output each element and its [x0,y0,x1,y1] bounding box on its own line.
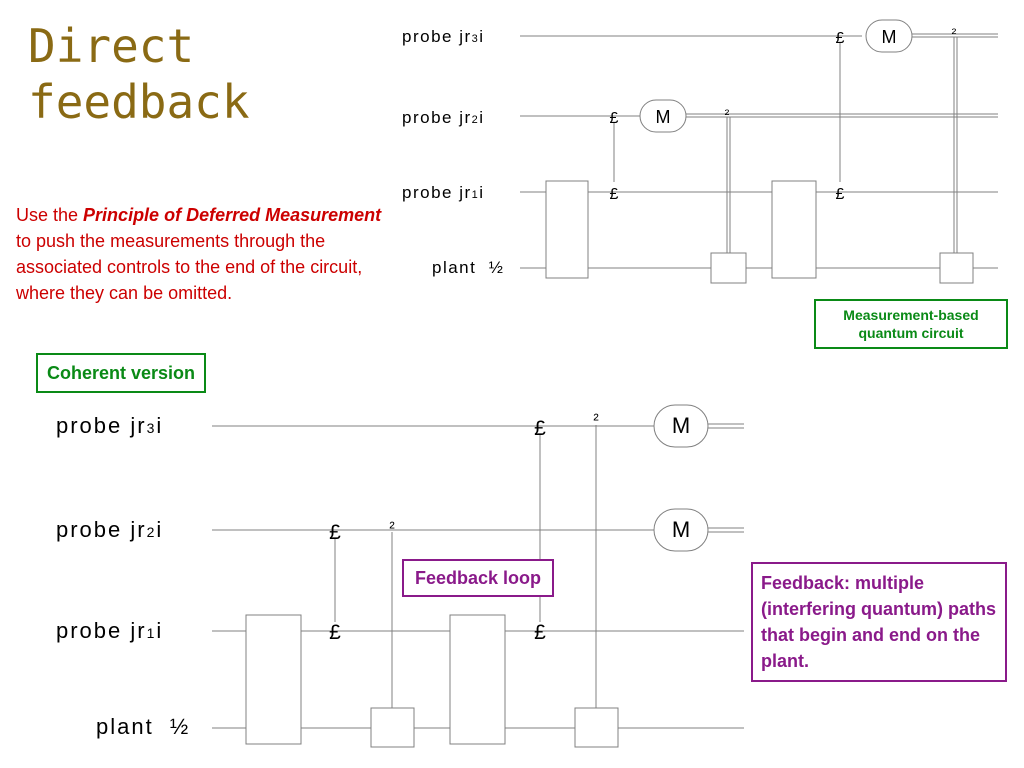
description-emphasis: Principle of Deferred Measurement [83,205,382,225]
bottom-symbol-pound-b: £ [329,621,341,644]
top-symbol-two-b: ² [952,25,957,41]
top-symbol-two-a: ² [725,106,730,122]
top-circuit: probe jr3i probe jr2i probe jr1i plant ½… [402,19,998,284]
bottom-interaction-gate-2 [449,614,506,745]
feedback-loop-text: Feedback loop [415,568,542,588]
description-suffix: to push the measurements through the ass… [16,231,363,303]
top-wire-label-probe-3: probe jr3i [402,27,485,46]
bottom-interaction-gate-1 [245,614,302,745]
top-meter-3 [865,19,913,53]
bottom-symbol-pound-d: £ [534,621,546,644]
top-wire-label-probe-1: probe jr1i [402,183,485,202]
bottom-symbol-pound-c: £ [534,417,546,440]
bottom-meter-2 [653,508,709,552]
bottom-meter-3 [653,404,709,448]
feedback-note-text: Feedback: multiple (interfering quantum)… [761,573,996,671]
top-interaction-gate-2 [771,180,817,279]
description-prefix: Use the [16,205,84,225]
measurement-based-text: Measurement-based quantum circuit [843,307,979,341]
feedback-note: Feedback: multiple (interfering quantum)… [751,562,1007,682]
top-meter-2-label: M [656,107,671,127]
bottom-wire-label-plant: plant ½ [96,714,190,739]
top-meter-2 [639,99,687,133]
bottom-circuit: probe jr3i probe jr2i probe jr1i plant ½… [56,404,744,748]
top-symbol-pound-c: £ [836,30,845,47]
feedback-loop-label: Feedback loop [402,559,555,597]
bottom-symbol-pound-a: £ [329,521,341,544]
bottom-symbol-two-a: ² [389,520,395,537]
bottom-wire-label-probe-2: probe jr2i [56,517,163,542]
bottom-meter-2-label: M [672,517,690,542]
bottom-meter-3-label: M [672,413,690,438]
top-interaction-gate-1 [545,180,589,279]
top-wire-label-probe-2: probe jr2i [402,108,485,127]
slide-title: Direct feedback [28,18,250,130]
top-meter-3-label: M [882,27,897,47]
top-symbol-pound-d: £ [836,186,845,203]
coherent-version-label: Coherent version [36,353,207,393]
top-control-box-2 [939,252,974,284]
title-line-2: feedback [28,75,250,129]
description-text: Use the Principle of Deferred Measuremen… [16,202,396,306]
top-symbol-pound-a: £ [610,110,619,127]
bottom-symbol-two-b: ² [593,412,599,429]
measurement-based-label: Measurement-based quantum circuit [814,299,1008,349]
bottom-wire-label-probe-1: probe jr1i [56,618,163,643]
top-control-box-1 [710,252,747,284]
top-symbol-pound-b: £ [610,186,619,203]
coherent-version-text: Coherent version [47,363,196,383]
top-wire-label-plant: plant ½ [432,258,505,277]
bottom-control-box-2 [574,707,619,748]
bottom-wire-label-probe-3: probe jr3i [56,413,163,438]
bottom-control-box-1 [370,707,415,748]
title-line-1: Direct [28,19,195,73]
